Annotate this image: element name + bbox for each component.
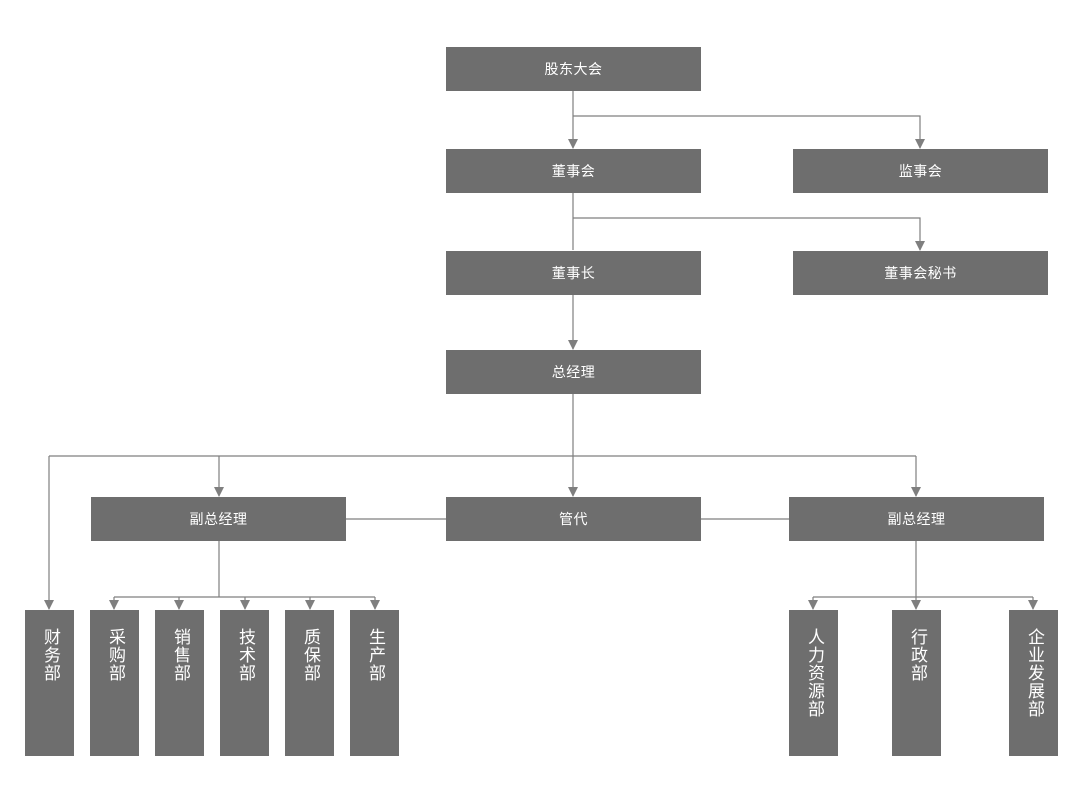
node-shareholders-meeting: 股东大会	[446, 47, 701, 91]
node-label: 技术部	[235, 628, 255, 682]
node-label: 董事会	[551, 164, 596, 180]
node-label: 副总经理	[189, 512, 248, 528]
node-board-of-directors: 董事会	[446, 149, 701, 193]
node-dept-production: 生产部	[350, 610, 399, 756]
node-dept-sales: 销售部	[155, 610, 204, 756]
node-label: 质保部	[300, 628, 320, 682]
node-dept-technology: 技术部	[220, 610, 269, 756]
node-dept-administration: 行政部	[892, 610, 941, 756]
node-dept-enterprise-dev: 企业发展部	[1009, 610, 1058, 756]
node-chairman: 董事长	[446, 251, 701, 295]
node-label: 财务部	[40, 628, 60, 682]
node-label: 采购部	[105, 628, 125, 682]
node-deputy-gm-right: 副总经理	[789, 497, 1044, 541]
node-dept-finance: 财务部	[25, 610, 74, 756]
connector-shareholders-to-supervisors	[573, 115, 925, 149]
node-label: 行政部	[907, 628, 927, 682]
node-label: 总经理	[551, 365, 596, 381]
node-label: 副总经理	[887, 512, 946, 528]
node-deputy-gm-left: 副总经理	[91, 497, 346, 541]
connector-board-to-secretary	[573, 217, 925, 251]
node-label: 管代	[559, 512, 588, 528]
node-dept-hr: 人力资源部	[789, 610, 838, 756]
node-label: 董事长	[551, 266, 596, 282]
node-board-of-supervisors: 监事会	[793, 149, 1048, 193]
node-label: 销售部	[170, 628, 190, 682]
node-management-agent: 管代	[446, 497, 701, 541]
node-general-manager: 总经理	[446, 350, 701, 394]
node-label: 董事会秘书	[884, 266, 957, 282]
node-dept-procurement: 采购部	[90, 610, 139, 756]
node-label: 监事会	[898, 164, 943, 180]
node-label: 股东大会	[544, 62, 603, 78]
node-label: 人力资源部	[804, 628, 824, 718]
node-label: 企业发展部	[1024, 628, 1044, 718]
node-dept-quality: 质保部	[285, 610, 334, 756]
node-board-secretary: 董事会秘书	[793, 251, 1048, 295]
node-label: 生产部	[365, 628, 385, 682]
